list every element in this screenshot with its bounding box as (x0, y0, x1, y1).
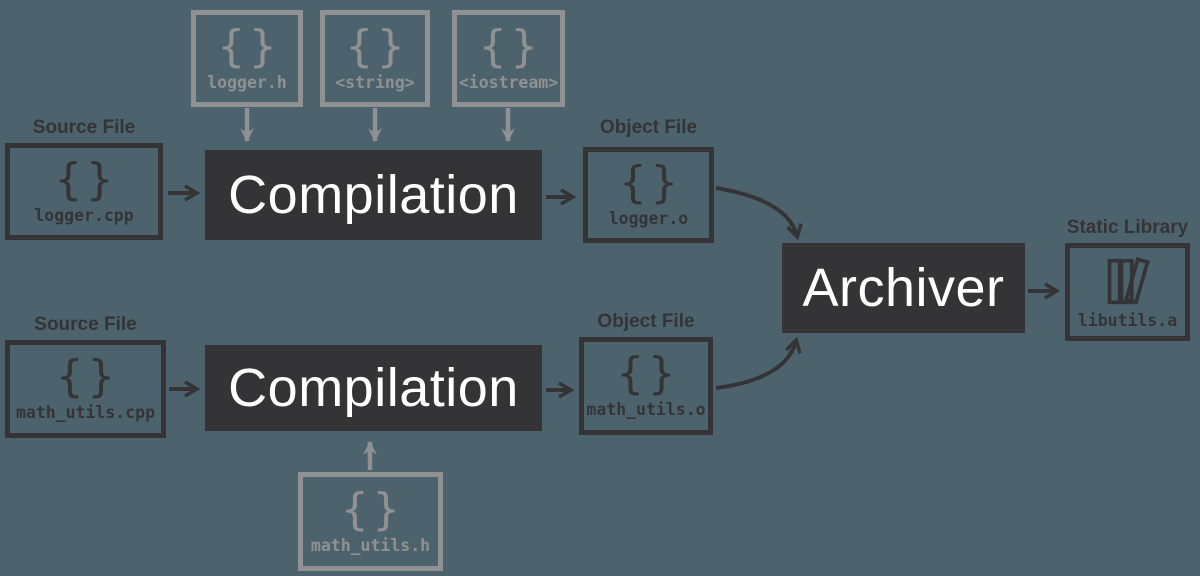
code-braces-icon: {} (479, 20, 543, 72)
process-label: Archiver (802, 258, 1005, 318)
code-braces-icon: {} (218, 20, 281, 72)
caption-static-library: Static Library (1066, 217, 1189, 238)
node-iostream-header: {} <iostream> (452, 10, 565, 107)
books-icon (1107, 257, 1150, 305)
header-file-name: <string> (335, 72, 415, 92)
library-file-name: libutils.a (1077, 311, 1178, 331)
code-braces-icon: {} (341, 483, 405, 535)
code-braces-icon: {} (56, 351, 120, 403)
process-label: Compilation (228, 358, 519, 418)
object-file-name: logger.o (608, 209, 689, 229)
caption-object-file-math-utils: Object File (597, 311, 695, 332)
source-file-name: logger.cpp (34, 205, 134, 225)
caption-object-file-logger: Object File (599, 117, 698, 138)
node-logger-cpp: {} logger.cpp (5, 143, 163, 240)
code-braces-icon: {} (346, 20, 409, 72)
node-string-header: {} <string> (320, 10, 430, 107)
arrow-logger-o-to-archiver (715, 186, 797, 236)
caption-source-file-logger: Source File (32, 117, 136, 138)
node-math-utils-o: {} math_utils.o (579, 337, 713, 435)
arrow-math-utils-o-to-archiver (715, 341, 796, 390)
node-math-utils-cpp: {} math_utils.cpp (5, 340, 166, 438)
code-braces-icon: {} (617, 348, 680, 400)
header-file-name: math_utils.h (310, 535, 431, 555)
node-logger-h: {} logger.h (191, 10, 303, 107)
node-logger-o: {} logger.o (583, 147, 714, 243)
process-label: Compilation (228, 165, 519, 225)
node-archiver: Archiver (782, 243, 1025, 333)
source-file-name: math_utils.cpp (15, 403, 156, 423)
code-braces-icon: {} (619, 157, 683, 209)
header-file-name: <iostream> (458, 72, 559, 92)
object-file-name: math_utils.o (586, 400, 706, 420)
caption-source-file-math-utils: Source File (34, 314, 137, 335)
node-libutils-a: libutils.a (1065, 243, 1190, 341)
code-braces-icon: {} (55, 153, 118, 205)
node-compilation-1: Compilation (205, 150, 542, 240)
node-math-utils-h: {} math_utils.h (298, 472, 443, 571)
header-file-name: logger.h (207, 72, 287, 92)
node-compilation-2: Compilation (205, 345, 542, 431)
